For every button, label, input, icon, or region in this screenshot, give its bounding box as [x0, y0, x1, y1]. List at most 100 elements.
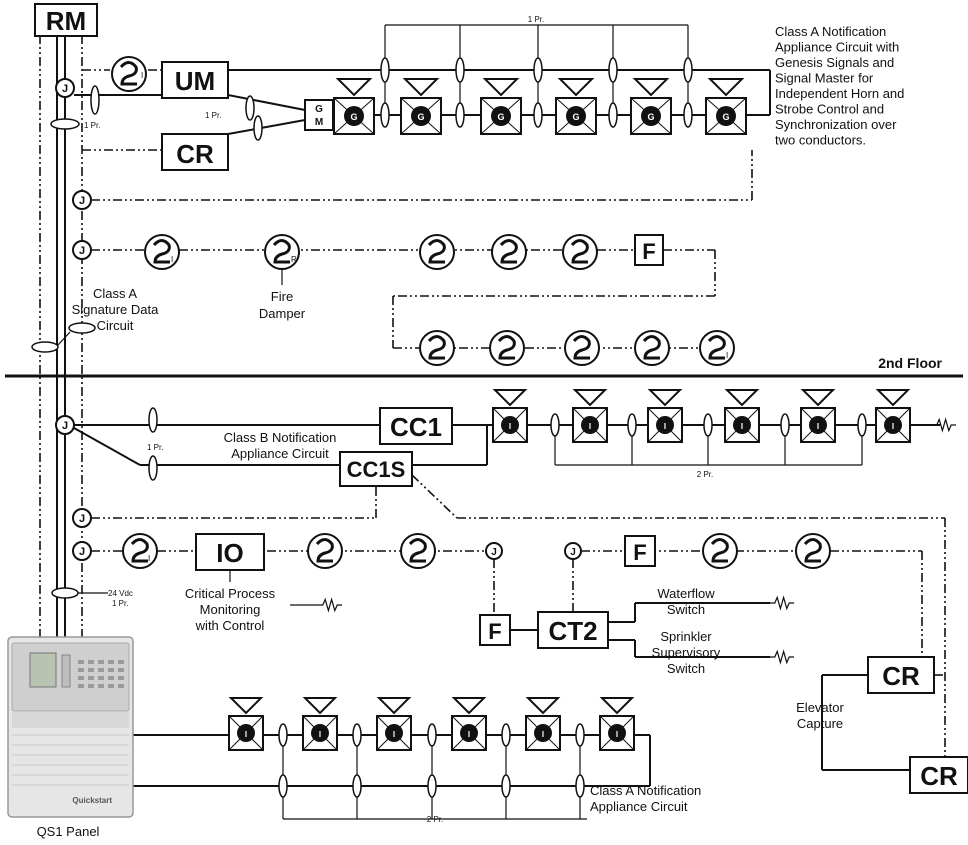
signature-circuit-note: Class A Signature Data Circuit	[72, 286, 159, 333]
sprinkler-switch-note: Sprinkler Supervisory Switch	[652, 629, 721, 676]
cc1s-module	[339, 451, 413, 487]
junction-f-lower: J	[485, 542, 503, 560]
svg-text:I: I	[141, 71, 143, 80]
genesis-horn-strobe: G	[555, 78, 597, 135]
svg-text:I: I	[245, 730, 247, 739]
rm-label: RM	[46, 6, 86, 36]
notification-appliance: I	[492, 389, 528, 443]
svg-text:IO: IO	[216, 538, 243, 568]
svg-text:Synchronization over: Synchronization over	[775, 117, 897, 132]
smoke-detector	[563, 329, 601, 367]
svg-text:Fire: Fire	[271, 289, 293, 304]
svg-text:J: J	[79, 245, 85, 257]
svg-text:Circuit: Circuit	[97, 318, 134, 333]
svg-text:I: I	[509, 422, 511, 431]
svg-text:I: I	[468, 730, 470, 739]
junction-classb: J	[55, 415, 75, 435]
notification-appliance: I	[800, 389, 836, 443]
svg-text:Appliance Circuit: Appliance Circuit	[590, 799, 688, 814]
svg-text:1 Pr.: 1 Pr.	[84, 121, 100, 130]
notification-appliance: I	[724, 389, 760, 443]
svg-text:G: G	[722, 112, 729, 122]
genesis-horn-strobe: G	[705, 78, 747, 135]
rm-module	[34, 3, 98, 37]
svg-text:2 Pr.: 2 Pr.	[427, 815, 443, 824]
svg-text:1 Pr.: 1 Pr.	[112, 599, 128, 608]
svg-text:Appliance Circuit with: Appliance Circuit with	[775, 40, 899, 55]
svg-text:Waterflow: Waterflow	[657, 586, 715, 601]
smoke-detector	[418, 233, 456, 271]
ct2-module	[537, 611, 609, 649]
svg-text:G: G	[417, 112, 424, 122]
svg-text:F: F	[642, 239, 655, 264]
svg-text:2 Pr.: 2 Pr.	[697, 470, 713, 479]
notification-appliance: I	[647, 389, 683, 443]
cc1-module	[379, 407, 453, 445]
class-a-bottom-note: Class A Notification Appliance Circuit	[590, 783, 701, 814]
panel-label: QS1 Panel	[37, 824, 100, 839]
svg-text:G: G	[572, 112, 579, 122]
svg-text:I: I	[726, 351, 728, 360]
svg-text:Appliance Circuit: Appliance Circuit	[231, 446, 329, 461]
svg-text:Class B Notification: Class B Notification	[224, 430, 337, 445]
svg-text:J: J	[79, 546, 85, 558]
notification-appliance: I	[525, 697, 561, 751]
svg-text:F: F	[488, 619, 501, 644]
svg-text:Class A Notification: Class A Notification	[590, 783, 701, 798]
svg-text:R: R	[291, 255, 297, 264]
waterflow-switch-note: Waterflow Switch	[657, 586, 715, 617]
svg-text:Switch: Switch	[667, 602, 705, 617]
notification-appliance: I	[572, 389, 608, 443]
svg-text:CR: CR	[920, 761, 958, 791]
floor-label: 2nd Floor	[878, 355, 942, 371]
svg-text:CC1: CC1	[390, 412, 442, 442]
isolator-detector: I	[143, 233, 181, 271]
notification-appliance: I	[376, 697, 412, 751]
svg-text:I: I	[319, 730, 321, 739]
svg-text:with Control: with Control	[195, 618, 265, 633]
svg-text:I: I	[589, 422, 591, 431]
svg-text:CT2: CT2	[548, 616, 597, 646]
f-module-ct2	[624, 535, 656, 567]
svg-text:1 Pr.: 1 Pr.	[528, 15, 544, 24]
svg-text:G: G	[497, 112, 504, 122]
svg-text:F: F	[633, 540, 646, 565]
svg-text:I: I	[741, 422, 743, 431]
svg-text:G: G	[350, 112, 357, 122]
svg-text:Genesis Signals and: Genesis Signals and	[775, 55, 894, 70]
junction-sig-2: J	[72, 240, 92, 260]
um-label: UM	[175, 66, 215, 96]
smoke-detector	[488, 329, 526, 367]
svg-text:I: I	[148, 554, 150, 563]
notification-appliance: I	[875, 389, 911, 443]
genesis-horn-strobe: G	[630, 78, 672, 135]
cr-label-top: CR	[176, 139, 214, 169]
svg-text:Switch: Switch	[667, 661, 705, 676]
smoke-detector	[399, 532, 437, 570]
svg-text:Critical Process: Critical Process	[185, 586, 276, 601]
svg-text:I: I	[393, 730, 395, 739]
svg-text:Damper: Damper	[259, 306, 306, 321]
svg-text:Capture: Capture	[797, 716, 843, 731]
smoke-detector	[306, 532, 344, 570]
svg-text:Signature Data: Signature Data	[72, 302, 159, 317]
genesis-horn-strobe: G	[480, 78, 522, 135]
svg-text:I: I	[171, 255, 173, 264]
junction-top: J	[55, 78, 75, 98]
svg-text:J: J	[491, 547, 497, 558]
svg-text:Sprinkler: Sprinkler	[660, 629, 712, 644]
end-of-line-resistor-classb	[932, 418, 956, 432]
fire-damper-note: Fire Damper	[259, 268, 306, 321]
svg-text:Strobe Control and: Strobe Control and	[775, 102, 884, 117]
smoke-detector	[561, 233, 599, 271]
notification-appliance: I	[451, 697, 487, 751]
svg-text:24 Vdc: 24 Vdc	[108, 589, 133, 598]
genesis-horn-strobe: G	[333, 78, 375, 135]
cr-module-lower	[909, 756, 968, 794]
svg-text:I: I	[892, 422, 894, 431]
cr-module-top	[161, 133, 229, 171]
svg-text:Class A Notification: Class A Notification	[775, 24, 886, 39]
critical-process-note: Critical Process Monitoring with Control	[185, 570, 342, 633]
svg-text:G: G	[647, 112, 654, 122]
